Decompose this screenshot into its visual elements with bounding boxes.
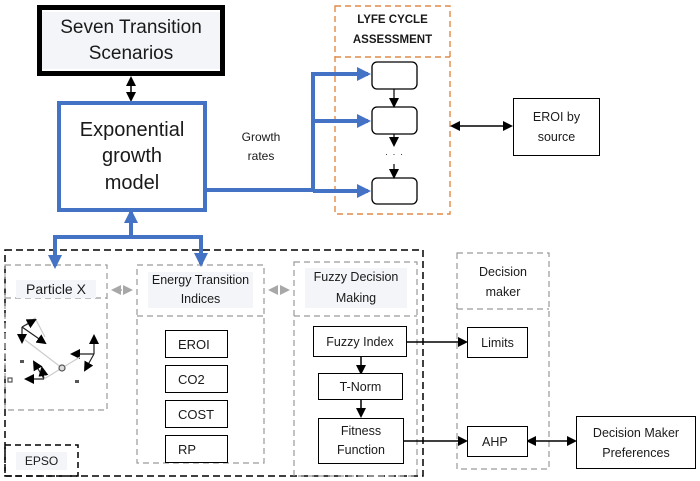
eroi-by-source-label: EROI by source (532, 110, 581, 144)
lca-ellipsis: · · · (385, 149, 404, 159)
lca-stage-2 (371, 106, 418, 135)
exponential-growth-model-label: Exponential growth model (79, 118, 185, 194)
fuzzy-index-label: Fuzzy Index (326, 334, 394, 349)
eroi-by-source-box: EROI by source (513, 98, 600, 156)
index-item-label: EROI (178, 336, 210, 352)
t-norm-box: T-Norm (318, 373, 403, 400)
index-item-label: RP (178, 441, 197, 457)
t-norm-label: T-Norm (339, 379, 382, 394)
seven-transition-scenarios-box: Seven Transition Scenarios (37, 5, 225, 76)
index-item-co2: CO2 (165, 365, 228, 393)
particle-swarm-illustration (7, 317, 99, 384)
lca-stage-3 (371, 177, 418, 205)
ahp-label: AHP (482, 434, 508, 449)
index-item-eroi: EROI (165, 330, 228, 358)
epso-label: EPSO (16, 452, 67, 470)
ahp-box: AHP (467, 426, 528, 457)
fuzzy-index-box: Fuzzy Index (313, 326, 407, 357)
exponential-growth-model-box: Exponential growth model (57, 101, 207, 212)
seven-transition-scenarios-label: Seven Transition Scenarios (42, 11, 220, 70)
particle-x-title: Particle X (16, 280, 96, 298)
decision-maker-preferences-box: Decision Maker Preferences (576, 416, 696, 469)
growth-rates-label: Growth rates (241, 130, 281, 164)
index-item-rp: RP (165, 435, 228, 463)
limits-label: Limits (481, 335, 514, 350)
index-item-cost: COST (165, 400, 228, 428)
limits-box: Limits (467, 327, 528, 358)
fuzzy-decision-making-title: Fuzzy Decision Making (305, 268, 407, 308)
energy-transition-indices-title: Energy Transition Indices (148, 272, 253, 308)
index-item-label: COST (178, 406, 215, 422)
fitness-function-label: Fitness Function (337, 423, 385, 457)
fitness-function-box: Fitness Function (318, 418, 404, 464)
decision-maker-preferences-label: Decision Maker Preferences (592, 425, 680, 460)
lca-stage-1 (371, 61, 418, 90)
decision-maker-title: Decision maker (479, 265, 527, 299)
lca-title: LYFE CYCLE ASSESSMENT (352, 14, 433, 46)
index-item-label: CO2 (178, 371, 205, 387)
